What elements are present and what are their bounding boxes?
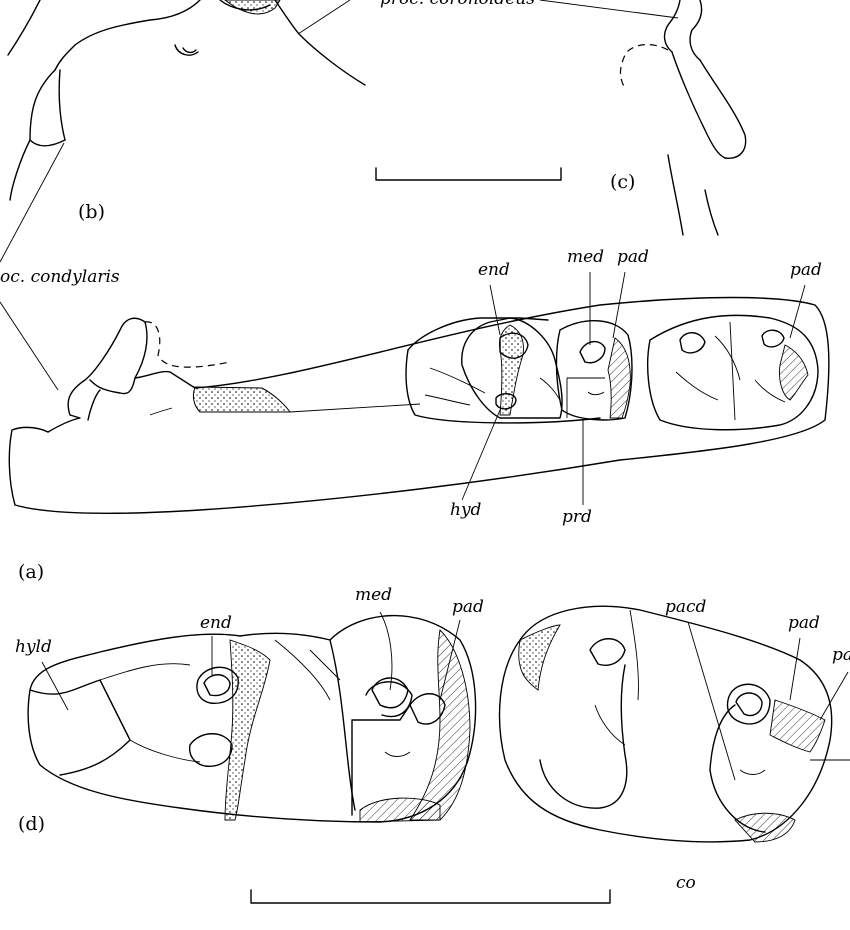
label-pad-a1: pad	[617, 247, 649, 267]
leader-pad-a2	[789, 284, 806, 339]
label-hyld-d: hyld	[15, 637, 52, 657]
panel-label-d: (d)	[18, 813, 45, 835]
scale-bar-bottom	[250, 889, 611, 904]
panel-label-b: (b)	[78, 201, 105, 223]
label-end-a: end	[478, 260, 510, 280]
scale-bar-top	[375, 167, 562, 181]
leader-hyld-d	[41, 661, 69, 711]
label-co-d: co	[676, 873, 696, 893]
leader-pad-d2	[789, 637, 801, 701]
leader-condylaris-b	[0, 142, 65, 263]
label-pad-d1: pad	[452, 597, 484, 617]
leader-pad-a1	[612, 271, 626, 339]
panel-b-drawing	[7, 0, 366, 201]
label-prd-a: prd	[562, 507, 592, 527]
panel-a-drawing	[8, 296, 830, 514]
leader-med-d	[379, 611, 393, 691]
leader-end-a	[489, 284, 501, 336]
label-med-d: med	[355, 585, 392, 605]
label-pad-d2: pad	[788, 613, 820, 633]
label-med-a: med	[567, 247, 604, 267]
leader-coronoideus-b	[297, 0, 351, 35]
leader-hyd-a	[461, 409, 501, 501]
label-hyd-a: hyd	[450, 500, 482, 520]
label-pacd-d: pacd	[665, 597, 707, 617]
leader-coronoideus-c	[539, 0, 679, 19]
label-pa-d: pa	[832, 645, 850, 665]
panel-c-drawing	[619, 0, 747, 236]
leader-pa-d	[819, 671, 849, 721]
leader-pacd-d	[687, 621, 736, 781]
label-pad-a2: pad	[790, 260, 822, 280]
label-proc-condylaris: oc. condylaris	[0, 267, 120, 287]
label-end-d: end	[200, 613, 232, 633]
panel-label-c: (c)	[610, 171, 635, 193]
label-proc-coronoideus: proc. coronoideus	[380, 0, 535, 9]
leader-condylaris-a	[0, 301, 59, 391]
panel-label-a: (a)	[18, 561, 44, 583]
leader-pad-d1	[439, 619, 461, 701]
panel-d-drawing	[27, 605, 833, 843]
